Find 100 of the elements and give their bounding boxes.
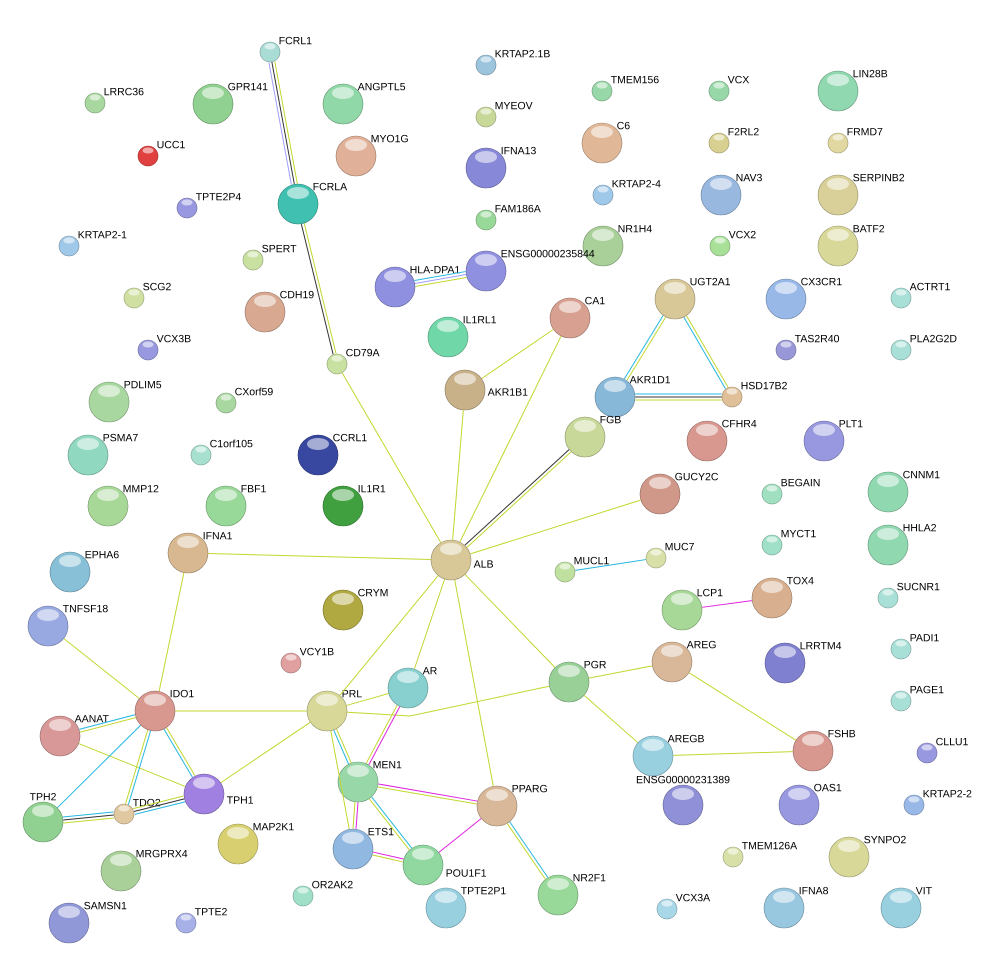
protein-label: MYEOV (496, 102, 533, 110)
protein-label: TNFSF18 (62, 604, 108, 612)
protein-label: FRMD7 (848, 128, 882, 136)
protein-label: F2RL2 (728, 128, 759, 136)
edge-line (346, 686, 550, 716)
protein-label: CA1 (585, 296, 605, 304)
protein-label: OAS1 (814, 784, 842, 792)
protein-label: MAP2K1 (254, 822, 294, 830)
edge-line (62, 814, 114, 820)
protein-label: TMEM156 (610, 76, 659, 84)
edge-line (80, 717, 136, 733)
edge-line (356, 802, 358, 830)
protein-label: HSD17B2 (742, 382, 787, 390)
protein-label: SCG2 (143, 282, 171, 290)
protein-label: NAV3 (736, 174, 762, 182)
protein-label: EPHA6 (86, 550, 119, 558)
protein-label: LIN28B (854, 70, 888, 78)
protein-label: POU1F1 (446, 869, 486, 877)
protein-label: LCP1 (698, 588, 722, 596)
protein-label: PPARG (512, 784, 547, 792)
edge-line (346, 693, 389, 706)
edge-line (63, 818, 115, 824)
edge-line (481, 328, 554, 380)
edge-line (342, 372, 442, 543)
protein-label: TPH1 (226, 796, 254, 804)
edge-line (464, 574, 556, 668)
edge-line (414, 578, 446, 670)
protein-label: AR (422, 667, 437, 674)
protein-label: CCRL1 (333, 434, 367, 442)
protein-label: TPTE2 (194, 908, 227, 916)
edge-line (336, 728, 352, 764)
edge-line (584, 694, 638, 744)
protein-label: KRTAP2-2 (924, 790, 972, 798)
protein-label: KRTAP2.1B (496, 50, 550, 58)
protein-label: AREG (686, 640, 716, 648)
edge-line (352, 802, 356, 830)
protein-label: CNNM1 (903, 470, 940, 478)
protein-label: PSMA7 (104, 434, 138, 442)
protein-label: C6 (617, 122, 630, 130)
edge-line (454, 579, 494, 787)
protein-label: VCX2 (728, 230, 756, 238)
protein-label: FCRLA (314, 182, 348, 190)
edge-line (372, 854, 404, 862)
edge-line (377, 786, 478, 805)
protein-label: TMEM126A (742, 842, 798, 850)
protein-label: CFHR4 (722, 420, 756, 428)
protein-label: IL1RL1 (464, 316, 496, 324)
edge-line (62, 812, 114, 818)
protein-label: ETS1 (368, 828, 394, 836)
protein-label: SERPINB2 (853, 174, 904, 182)
protein-label: C1orf105 (210, 440, 252, 448)
protein-label: MYO1G (372, 134, 408, 142)
protein-label: GPR141 (228, 82, 268, 90)
edge-line (470, 500, 642, 554)
protein-label: UCC1 (158, 140, 185, 148)
edge-line (158, 572, 184, 692)
protein-label: AKR1D1 (630, 376, 670, 384)
protein-label: HHLA2 (904, 524, 936, 532)
protein-label: TOX4 (786, 576, 814, 584)
edge-line (134, 801, 186, 815)
edge-line (330, 730, 350, 830)
protein-label: PLA2G2D (910, 334, 956, 342)
protein-label: PGR (584, 660, 606, 668)
protein-label: KRTAP2-1 (78, 230, 126, 238)
protein-label: IL1R1 (358, 485, 386, 492)
protein-label: MYCT1 (782, 530, 816, 538)
protein-label: VCX3A (676, 894, 710, 902)
protein-label: MUCL1 (574, 556, 609, 564)
protein-label: CX3CR1 (801, 278, 842, 286)
edge-line (339, 575, 439, 696)
protein-label: TPTE2P4 (196, 192, 241, 200)
protein-label: GUCY2C (675, 472, 718, 480)
edge-line (414, 271, 466, 282)
protein-label: ALB (474, 560, 493, 568)
protein-label: CD79A (346, 348, 380, 356)
protein-label: SUCNR1 (897, 582, 940, 590)
protein-label: IDO1 (170, 690, 194, 698)
protein-label: IFNA8 (800, 886, 828, 894)
protein-label: BEGAIN (782, 478, 820, 486)
protein-label: FAM186A (496, 204, 541, 212)
edge-line (56, 724, 142, 808)
edge-line (134, 798, 185, 812)
edge-line (63, 638, 140, 699)
protein-label: CRYM (358, 588, 388, 596)
protein-label: VCY1B (300, 648, 334, 656)
edge-line (702, 600, 752, 608)
edge-line (574, 559, 646, 571)
protein-label: ENSG00000231389 (636, 776, 730, 784)
edge-line (588, 665, 653, 679)
edge-line (688, 672, 796, 741)
edge-line (174, 710, 308, 712)
edge-line (372, 852, 404, 860)
protein-label: NR2F1 (574, 874, 606, 882)
edge-line (220, 722, 311, 784)
protein-label: AREGB (668, 734, 704, 742)
protein-label: CLLU1 (936, 738, 968, 746)
protein-label: AANAT (74, 715, 109, 722)
protein-label: TPTE2P1 (460, 886, 506, 894)
protein-label: PDLIM5 (124, 380, 162, 388)
protein-label: OR2AK2 (312, 880, 353, 888)
